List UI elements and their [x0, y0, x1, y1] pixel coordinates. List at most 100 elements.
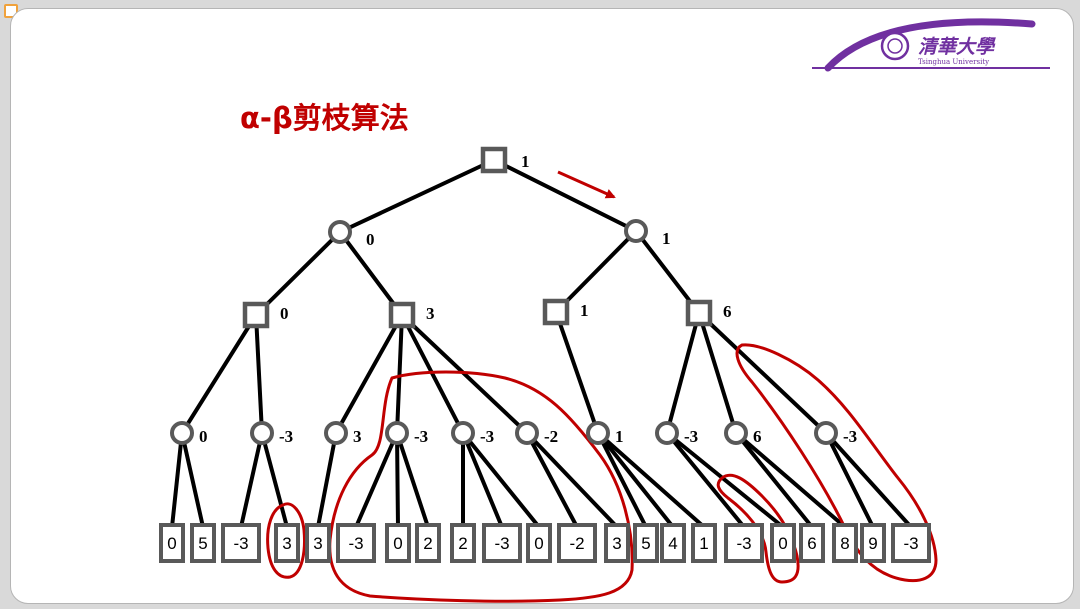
min-node [385, 421, 409, 445]
tree-edge [634, 229, 701, 315]
node-value-label: 6 [723, 302, 732, 321]
leaf-node [221, 523, 261, 563]
max-node [242, 301, 270, 329]
max-node-root [480, 146, 508, 174]
slide-title: α-β剪枝算法 [240, 101, 409, 135]
node-value-label: 6 [753, 427, 762, 446]
tree-edge [395, 431, 430, 529]
tree-edge [697, 311, 738, 435]
tree-edge [334, 313, 404, 435]
leaf-value: 5 [641, 534, 650, 553]
leaf-value: -3 [736, 534, 751, 553]
tree-edge [254, 230, 342, 317]
node-value-label: 1 [615, 427, 624, 446]
leaf-node [724, 523, 764, 563]
tree-edge [170, 431, 184, 529]
leaf-value: -3 [348, 534, 363, 553]
leaf-value: -3 [903, 534, 918, 553]
node-value-label: 0 [280, 304, 289, 323]
leaf-value: 6 [807, 534, 816, 553]
tree-edge [554, 229, 638, 314]
leaf-value: 3 [282, 534, 291, 553]
node-value-label: -3 [684, 427, 698, 446]
tree-edge [260, 431, 289, 529]
tsinghua-logo: 清華大學 Tsinghua University [812, 18, 1050, 72]
tree-edge [525, 431, 579, 529]
tree-edge [400, 313, 465, 435]
logo-english-name: Tsinghua University [918, 58, 989, 66]
tree-edge [824, 431, 913, 529]
leaf-node [691, 523, 717, 563]
node-value-label: -3 [843, 427, 857, 446]
tree-edge [665, 311, 701, 435]
tree-edge [316, 431, 338, 529]
leaf-node [557, 523, 597, 563]
leaf-node [660, 523, 686, 563]
leaf-node [860, 523, 886, 563]
tree-edge [596, 431, 706, 529]
leaf-node [450, 523, 476, 563]
leaf-node [415, 523, 441, 563]
leaf-value: 2 [458, 534, 467, 553]
university-seal-icon [880, 31, 910, 61]
leaf-node [526, 523, 552, 563]
tree-edge [665, 431, 746, 529]
min-node [655, 421, 679, 445]
leaf-node [604, 523, 630, 563]
node-value-label: -2 [544, 427, 558, 446]
leaf-node [305, 523, 331, 563]
tree-edge [665, 431, 785, 529]
slide-panel [10, 8, 1074, 604]
pruned-leaf-outline [266, 502, 306, 579]
tree-edge [824, 431, 875, 529]
tree-edge [734, 431, 814, 529]
min-node [814, 421, 838, 445]
tree-edge [461, 431, 541, 529]
leaf-value: 0 [534, 534, 543, 553]
node-value-label: -3 [279, 427, 293, 446]
leaf-node [159, 523, 185, 563]
leaf-node [799, 523, 825, 563]
tree-edge [697, 311, 828, 435]
tree-edge [525, 431, 619, 529]
leaf-node [274, 523, 300, 563]
tree-edge [180, 313, 258, 435]
leaf-node [770, 523, 796, 563]
min-node [170, 421, 194, 445]
leaf-value: 1 [699, 534, 708, 553]
pruning-marks [266, 343, 938, 603]
tree-edge [354, 431, 399, 529]
tree-edges [170, 158, 913, 529]
leaf-value: 3 [612, 534, 621, 553]
node-value-label: 1 [662, 229, 671, 248]
leaf-value: -2 [569, 534, 584, 553]
node-value-label: 1 [580, 301, 589, 320]
pruned-subtree-outline [328, 370, 634, 603]
leaf-value: -3 [233, 534, 248, 553]
pruned-leaf-outline [716, 473, 800, 584]
node-value-label: 3 [353, 427, 362, 446]
tree-edge [338, 158, 496, 234]
leaf-value: 2 [423, 534, 432, 553]
logo-chinese-name: 清華大學 [918, 36, 996, 58]
leaf-node [633, 523, 659, 563]
leaf-value: 3 [313, 534, 322, 553]
tree-edge [395, 313, 404, 435]
tree-edge [338, 230, 404, 317]
direction-arrow-icon [557, 170, 616, 199]
tree-edge [596, 431, 675, 529]
leaf-value: 8 [840, 534, 849, 553]
leaf-value: -3 [494, 534, 509, 553]
min-node [451, 421, 475, 445]
min-node [328, 220, 352, 244]
leaf-node [482, 523, 522, 563]
leaf-value: 0 [167, 534, 176, 553]
node-value-label: -3 [414, 427, 428, 446]
leaf-node [891, 523, 931, 563]
node-value-label: 1 [521, 152, 530, 171]
tree-edge [180, 431, 205, 529]
tree-edge [554, 310, 600, 435]
tree-edge [492, 158, 638, 233]
node-value-label: 3 [426, 304, 435, 323]
